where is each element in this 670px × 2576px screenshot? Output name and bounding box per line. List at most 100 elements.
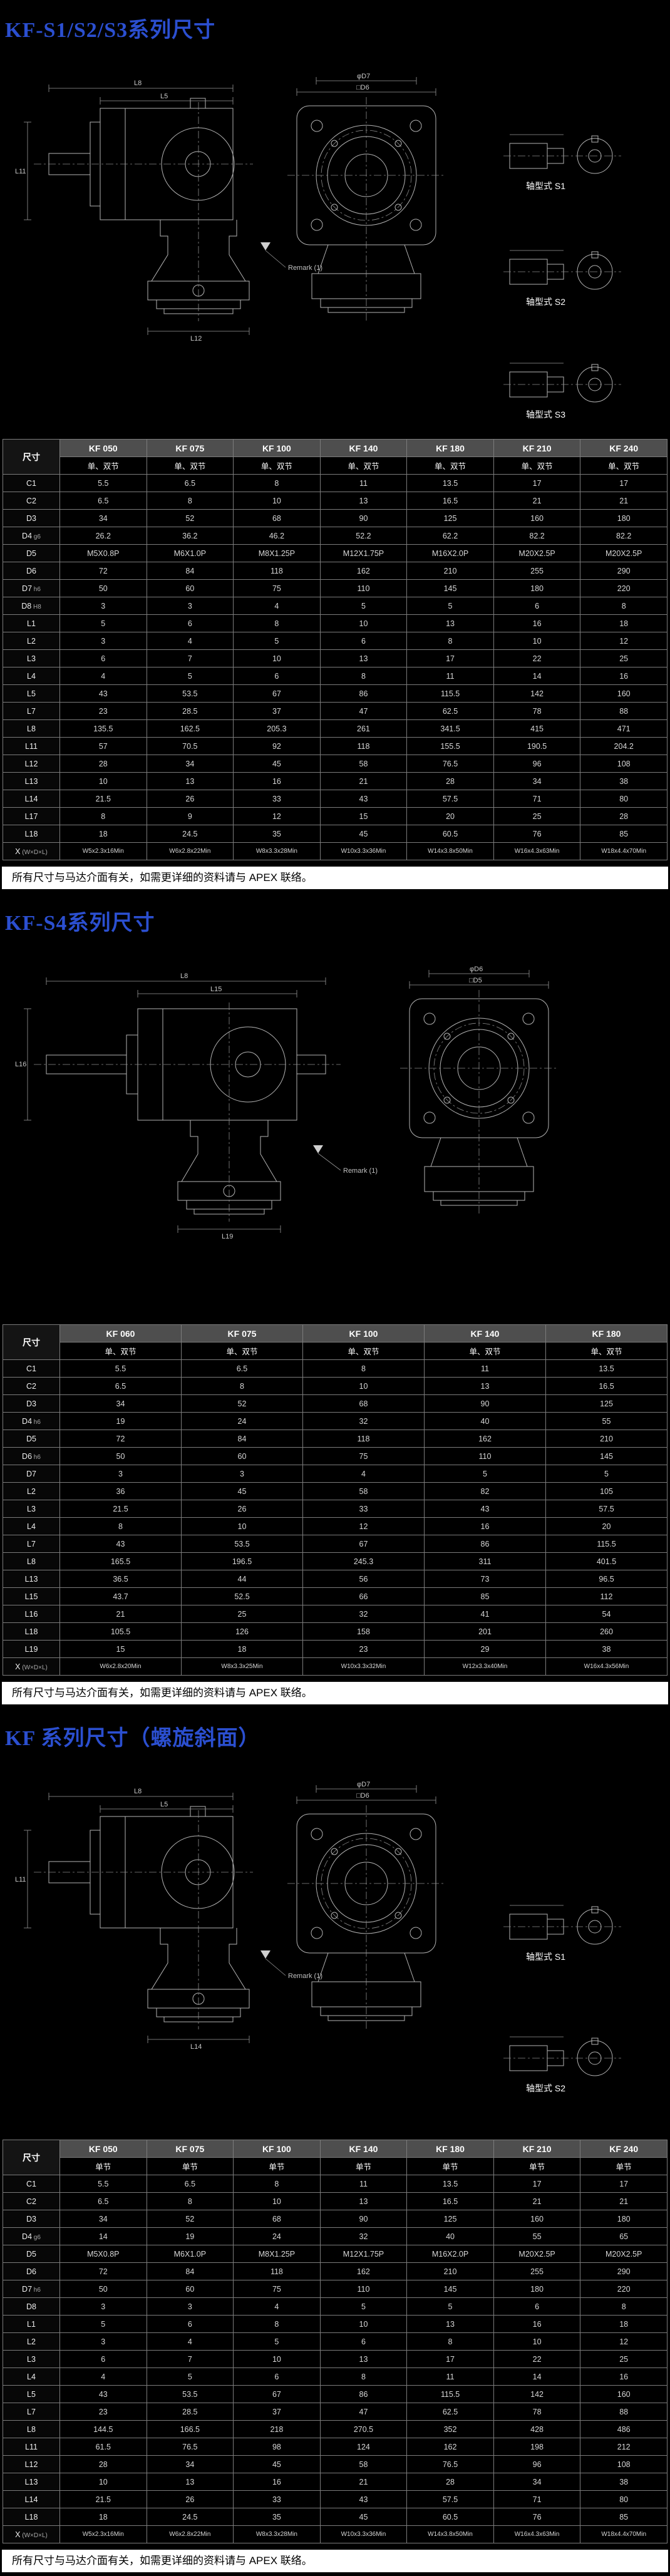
dim-value-cell: 65	[580, 2227, 667, 2245]
dim-value-cell: 72	[59, 1430, 182, 1448]
dim-value-cell: 68	[233, 2210, 321, 2228]
dim-value-cell: 6	[233, 2367, 321, 2386]
row-label: D6 h6	[3, 1447, 60, 1465]
dim-value-cell: 50	[59, 1447, 182, 1465]
dim-value-cell: 270.5	[319, 2420, 408, 2438]
dim-value-cell: 45	[233, 2455, 321, 2473]
dim-value-cell: 75	[233, 2280, 321, 2298]
dim-value-cell: 8	[181, 1377, 303, 1395]
dim-value-cell: 82.2	[493, 527, 581, 545]
row-label: D5	[3, 1430, 60, 1448]
dim-value-cell: 8	[406, 632, 494, 650]
dim-value-cell: 13	[319, 2350, 408, 2368]
row-label: X (W×D×L)	[3, 1657, 60, 1676]
dim-value-cell: 34	[59, 509, 147, 527]
dim-label: L15	[210, 986, 222, 993]
dim-value-cell: 62.5	[406, 702, 494, 720]
dim-value-cell: 34	[146, 755, 234, 773]
dim-label: L8	[134, 1788, 142, 1795]
dim-value-cell: 76.5	[406, 2455, 494, 2473]
dim-value-cell: 112	[545, 1587, 667, 1605]
dim-value-cell: 67	[233, 684, 321, 703]
dim-value-cell: 45	[233, 755, 321, 773]
dim-value-cell: 16	[493, 2315, 581, 2333]
dim-value-cell: W8x3.3x25Min	[181, 1657, 303, 1676]
row-label: L16	[3, 1605, 60, 1623]
row-label: L13	[3, 2473, 60, 2491]
column-header: KF 140	[424, 1324, 546, 1342]
dim-value-cell: 6	[493, 2297, 581, 2316]
dim-label: L14	[190, 2043, 202, 2051]
dim-value-cell: 10	[181, 1517, 303, 1535]
dim-value-cell: 34	[493, 772, 581, 790]
dim-value-cell: 23	[302, 1640, 425, 1658]
dim-value-cell: 76.5	[406, 755, 494, 773]
dim-value-cell: 3	[146, 597, 234, 615]
row-label-note: h6	[32, 1453, 41, 1461]
dim-value-cell: 28	[59, 755, 147, 773]
dim-value-cell: 12	[580, 2332, 667, 2351]
column-header: KF 075	[146, 2140, 234, 2158]
row-label: D6	[3, 2262, 60, 2280]
dim-value-cell: 162	[319, 2262, 408, 2280]
dim-value-cell: 71	[493, 790, 581, 808]
dim-header: 尺寸	[3, 439, 60, 475]
dim-value-cell: 60	[181, 1447, 303, 1465]
row-label: L2	[3, 1482, 60, 1500]
dim-label: L8	[180, 972, 188, 980]
dim-value-cell: 43	[59, 684, 147, 703]
row-label-note: (W×D×L)	[20, 848, 48, 856]
dim-value-cell: 162	[319, 562, 408, 580]
dim-value-cell: 85	[580, 2508, 667, 2526]
dim-value-cell: 158	[302, 1622, 425, 1641]
dim-value-cell: 21	[319, 2473, 408, 2491]
dim-value-cell: 145	[406, 2280, 494, 2298]
row-label: L1	[3, 614, 60, 632]
sub-header: 单、双节	[545, 1342, 667, 1360]
dim-value-cell: 20	[545, 1517, 667, 1535]
row-label: C2	[3, 1377, 60, 1395]
dim-value-cell: M20X2.5P	[580, 2245, 667, 2263]
dim-value-cell: 8	[580, 2297, 667, 2316]
dim-value-cell: 58	[319, 755, 408, 773]
dim-value-cell: 162.5	[146, 719, 234, 738]
dim-value-cell: W6x2.8x20Min	[59, 1657, 182, 1676]
dim-value-cell: 5	[59, 614, 147, 632]
row-label: D7 h6	[3, 579, 60, 597]
row-label: X (W×D×L)	[3, 2525, 60, 2543]
dim-value-cell: 6	[59, 649, 147, 667]
dim-value-cell: 3	[59, 2332, 147, 2351]
dim-value-cell: 220	[580, 579, 667, 597]
dim-value-cell: 6.5	[181, 1359, 303, 1378]
section-title: KF 系列尺寸（螺旋斜面）	[5, 1727, 260, 1750]
dim-value-cell: 135.5	[59, 719, 147, 738]
dim-value-cell: M16X2.0P	[406, 2245, 494, 2263]
dim-value-cell: 210	[545, 1430, 667, 1448]
shaft-type-s1-label: 轴型式 S1	[526, 1952, 565, 1962]
shaft-type-s3-drawing	[503, 363, 621, 403]
dim-value-cell: 3	[59, 597, 147, 615]
dim-value-cell: 8	[302, 1359, 425, 1378]
dim-value-cell: 142	[493, 684, 581, 703]
dim-label: L8	[134, 80, 142, 87]
row-label: D8 H8	[3, 597, 60, 615]
dim-value-cell: 72	[59, 2262, 147, 2280]
column-header: KF 180	[545, 1324, 667, 1342]
dim-value-cell: 17	[493, 2175, 581, 2193]
row-label: L2	[3, 632, 60, 650]
centerlines	[34, 990, 558, 1222]
dim-value-cell: 44	[181, 1570, 303, 1588]
dim-value-cell: 210	[406, 562, 494, 580]
dim-value-cell: 78	[493, 702, 581, 720]
row-label: D6	[3, 562, 60, 580]
